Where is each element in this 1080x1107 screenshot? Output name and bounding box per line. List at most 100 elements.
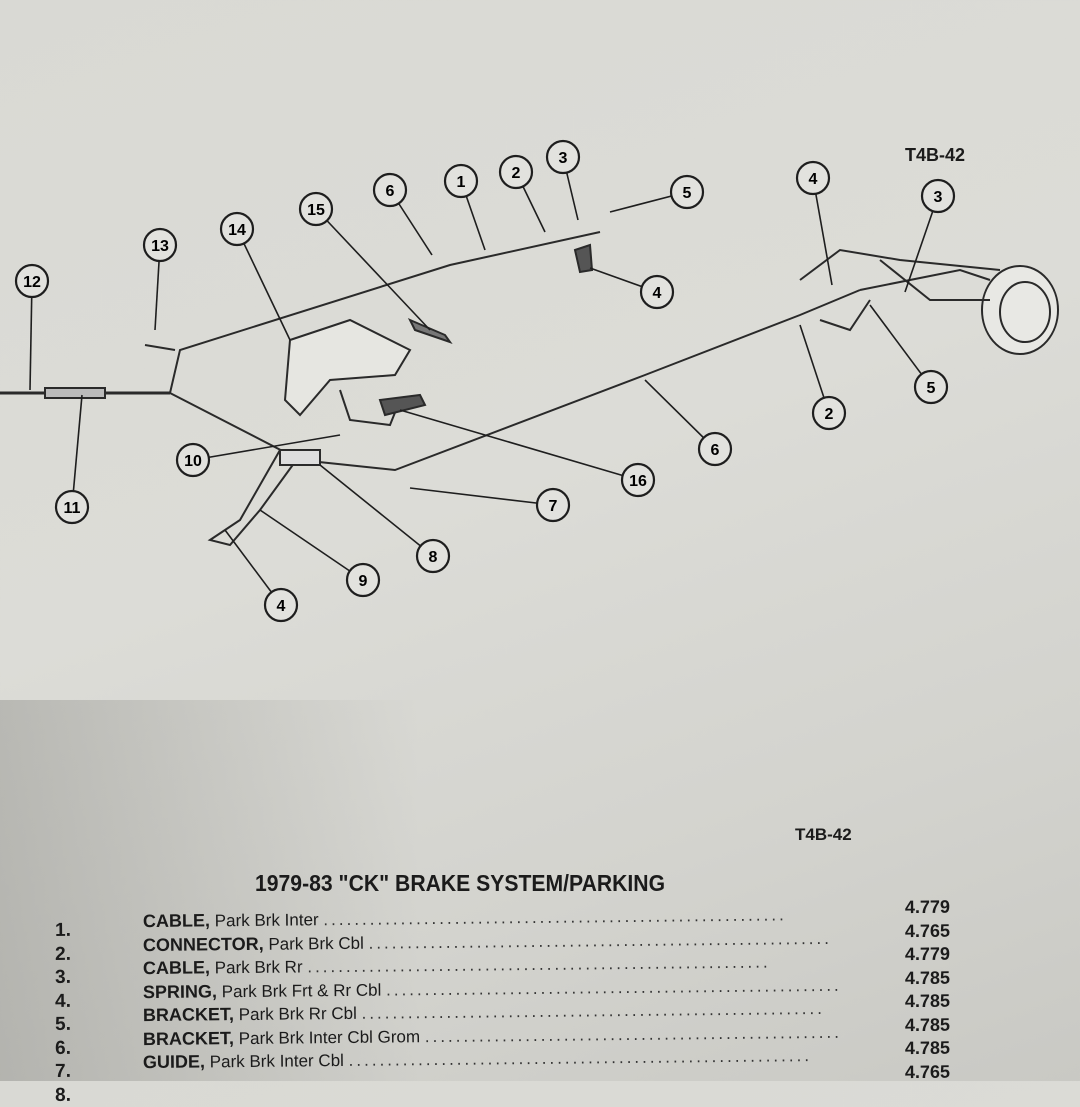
parts-list-title: 1979-83 "CK" BRAKE SYSTEM/PARKING <box>255 870 666 896</box>
item-name: CABLE, <box>142 910 211 932</box>
callout-circle <box>298 191 334 227</box>
item-name: CABLE, <box>142 957 211 979</box>
dot-leader: ........................................… <box>368 928 833 953</box>
callout-number: 11 <box>64 500 81 517</box>
callout: 2 <box>498 154 534 190</box>
leader-line <box>399 409 639 481</box>
callout-circle <box>175 442 211 478</box>
brake-drawing <box>0 231 1059 547</box>
callout-number: 5 <box>927 380 936 397</box>
item-detail: Park Brk Inter <box>214 910 319 931</box>
callout-circle <box>811 395 847 431</box>
callout: 16 <box>620 462 656 498</box>
dot-leader: ........................................… <box>424 1021 844 1046</box>
callout: 15 <box>298 191 334 227</box>
callout: 6 <box>697 431 733 467</box>
item-name: SPRING, <box>142 980 218 1002</box>
leader-line <box>236 228 291 341</box>
callout-number: 12 <box>23 274 41 291</box>
callout-number: 6 <box>386 183 395 200</box>
item-detail: Park Brk Inter Cbl <box>209 1050 344 1072</box>
callout: 6 <box>372 172 408 208</box>
callout-circle <box>620 462 656 498</box>
callout: 5 <box>913 369 949 405</box>
item-reference: 4.779 <box>904 896 951 918</box>
callout-number: 13 <box>151 238 169 255</box>
callout-number: 14 <box>228 222 246 239</box>
callout: 4 <box>795 160 831 196</box>
callout: 1 <box>443 163 479 199</box>
item-reference: 4.785 <box>904 1037 951 1059</box>
callout: 8 <box>415 538 451 574</box>
callout: 14 <box>219 211 255 247</box>
callout-circle <box>535 487 571 523</box>
item-reference: 4.785 <box>904 967 951 988</box>
dot-leader: ........................................… <box>307 952 771 977</box>
item-name: BRACKET, <box>142 1004 235 1026</box>
dot-leader: ........................................… <box>361 998 826 1023</box>
leader-line <box>29 280 33 391</box>
callout-circle <box>415 538 451 574</box>
callout-number: 2 <box>512 165 521 182</box>
dot-leader: ........................................… <box>323 905 787 930</box>
callout-number: 15 <box>307 202 325 219</box>
callout: 3 <box>920 178 956 214</box>
item-name: BRACKET, <box>142 1027 235 1049</box>
item-reference: 4.765 <box>904 920 951 941</box>
callout: 11 <box>54 489 90 525</box>
callout-circle <box>498 154 534 190</box>
callout: 9 <box>345 562 381 598</box>
callout-number: 4 <box>653 285 662 302</box>
callout-circle <box>219 211 255 247</box>
item-reference: 4.765 <box>904 1061 951 1082</box>
callout-number: 6 <box>711 442 720 459</box>
callout: 2 <box>811 395 847 431</box>
callout-number: 5 <box>683 185 692 202</box>
leader-line <box>812 177 833 286</box>
callout: 7 <box>535 487 571 523</box>
item-reference: 4.785 <box>904 1014 951 1035</box>
callout-circle <box>372 172 408 208</box>
figure-code-bottom: T4B-42 <box>795 825 852 844</box>
callout: 13 <box>142 227 178 263</box>
callout: 5 <box>669 174 705 210</box>
callout-number: 8 <box>429 549 438 566</box>
callout-circle <box>545 139 581 175</box>
callout-circle <box>263 587 299 623</box>
item-name: GUIDE, <box>142 1051 206 1073</box>
leader-line <box>319 464 434 557</box>
item-detail: Park Brk Inter Cbl Grom <box>238 1026 421 1048</box>
dot-leader: ........................................… <box>385 975 844 1000</box>
leader-line <box>71 394 83 508</box>
callout-number: 1 <box>457 174 466 191</box>
page-shadow <box>0 700 420 1081</box>
item-number: 8. <box>54 1084 72 1106</box>
callout: 12 <box>14 263 50 299</box>
callout: 3 <box>545 139 581 175</box>
leader-lines <box>29 156 939 606</box>
callout: 4 <box>639 274 675 310</box>
callout: 10 <box>175 442 211 478</box>
callout-number: 16 <box>629 473 647 490</box>
item-detail: Park Brk Cbl <box>268 933 364 954</box>
callout-number: 4 <box>809 171 818 188</box>
callout-circle <box>142 227 178 263</box>
item-reference: 4.785 <box>904 990 951 1012</box>
dot-leader: ........................................… <box>348 1046 813 1070</box>
item-detail: Park Brk Frt & Rr Cbl <box>221 980 382 1001</box>
callout-circle <box>443 163 479 199</box>
callout-circle <box>697 431 733 467</box>
leader-line <box>259 509 364 581</box>
callout-number: 4 <box>277 598 286 615</box>
item-detail: Park Brk Rr <box>214 957 303 978</box>
callout-number: 7 <box>549 498 558 515</box>
item-name: CONNECTOR, <box>142 933 264 955</box>
callout-circle <box>14 263 50 299</box>
callout-number: 9 <box>359 573 368 590</box>
leader-line <box>192 434 341 461</box>
callout: 4 <box>263 587 299 623</box>
callout-circle <box>795 160 831 196</box>
figure-code-top: T4B-42 <box>905 145 966 165</box>
callout-circle <box>913 369 949 405</box>
